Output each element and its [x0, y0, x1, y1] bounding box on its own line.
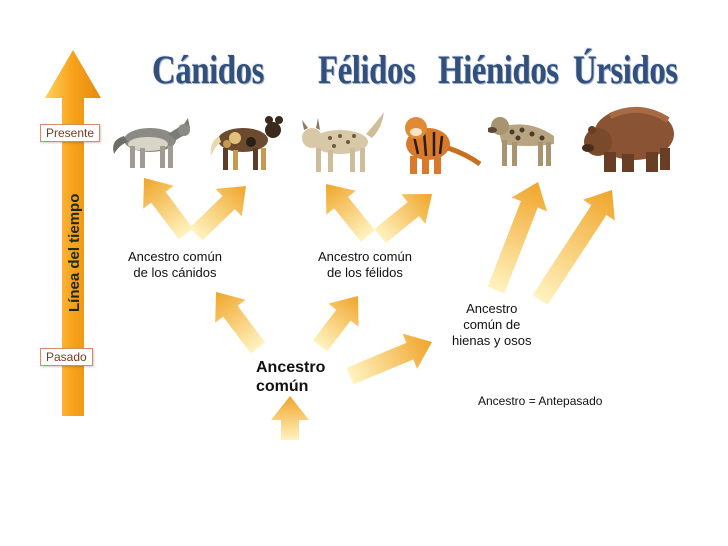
- hyena-bear-ancestor-label: Ancestro común de hienas y osos: [452, 301, 532, 349]
- common-ancestor-line-2: común: [256, 378, 309, 395]
- hyena-icon: [488, 117, 554, 166]
- present-label: Presente: [40, 124, 101, 142]
- arrow-up-common: [271, 396, 309, 440]
- definition-note: Ancestro = Antepasado: [478, 394, 603, 408]
- arrow-to-wolf: [143, 178, 194, 240]
- wolf-icon: [113, 118, 190, 168]
- arrow-to-bear: [532, 190, 615, 305]
- timeline-arrow: [45, 50, 101, 416]
- felid-ancestor-label: Ancestro común de los félidos: [318, 249, 412, 281]
- arrow-to-canid-node: [215, 292, 266, 354]
- arrow-to-wild-dog: [189, 186, 246, 241]
- felid-ancestor-line-1: Ancestro común: [318, 249, 412, 264]
- common-ancestor-label: Ancestro común: [256, 358, 325, 396]
- arrow-to-tiger: [374, 194, 432, 243]
- hyena-bear-ancestor-line-3: hienas y osos: [452, 333, 532, 348]
- hyena-bear-ancestor-line-1: Ancestro: [466, 301, 518, 316]
- arrow-to-felid-node: [312, 296, 359, 352]
- canid-ancestor-line-2: de los cánidos: [133, 265, 217, 280]
- tiger-icon: [405, 117, 482, 174]
- common-ancestor-line-1: Ancestro: [256, 359, 326, 376]
- family-title-canidos: Cánidos: [152, 47, 264, 92]
- family-title-ursidos: Úrsidos: [573, 47, 678, 92]
- bear-icon: [582, 107, 674, 172]
- arrow-to-hyena: [487, 182, 547, 294]
- arrow-to-hb-node: [346, 333, 432, 385]
- arrow-to-lynx: [326, 184, 375, 242]
- family-title-felidos: Félidos: [318, 47, 416, 92]
- lynx-icon: [302, 112, 384, 172]
- felid-ancestor-line-2: de los félidos: [327, 265, 403, 280]
- past-label: Pasado: [40, 348, 93, 366]
- canid-ancestor-label: Ancestro común de los cánidos: [128, 249, 222, 281]
- hyena-bear-ancestor-line-2: común de: [463, 317, 521, 332]
- canid-ancestor-line-1: Ancestro común: [128, 249, 222, 264]
- wild-dog-icon: [210, 116, 283, 170]
- family-title-hienidos: Hiénidos: [438, 47, 559, 92]
